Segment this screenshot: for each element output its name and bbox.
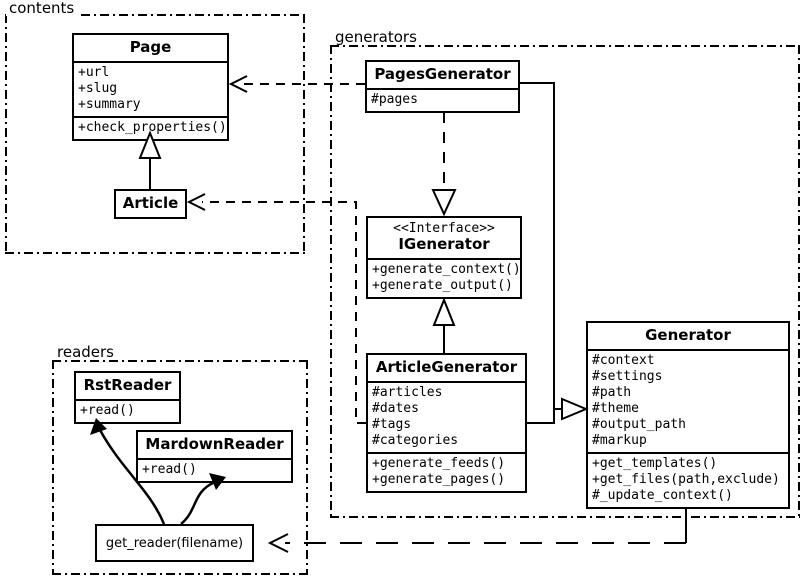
class-generator-attributes: #context #settings #path #theme #output_…	[588, 349, 788, 452]
attribute: +summary	[78, 97, 141, 112]
class-mardown-reader-methods: +read()	[138, 458, 291, 481]
class-article-generator-methods: +generate_feeds() +generate_pages()	[368, 452, 525, 491]
method: +generate_feeds()	[372, 456, 506, 471]
class-page-attributes: +url +slug +summary	[74, 61, 227, 116]
method: +generate_pages()	[372, 472, 506, 487]
class-igenerator-methods: +generate_context() +generate_output()	[368, 258, 521, 297]
attribute: #pages	[371, 92, 418, 107]
class-generator[interactable]: Generator #context #settings #path #them…	[586, 321, 790, 509]
method: +read()	[142, 462, 197, 477]
class-mardown-reader[interactable]: MardownReader +read()	[136, 430, 293, 483]
package-generators-label: generators	[332, 29, 420, 45]
function-get-reader[interactable]: get_reader(filename)	[95, 524, 254, 562]
class-igenerator[interactable]: <<Interface>> IGenerator +generate_conte…	[366, 216, 522, 299]
attribute: #output_path	[592, 417, 686, 432]
attribute: #dates	[372, 401, 419, 416]
attribute: #tags	[372, 417, 412, 432]
class-article[interactable]: Article	[114, 189, 187, 219]
attribute: #markup	[592, 433, 647, 448]
attribute: +slug	[78, 81, 118, 96]
package-contents-label: contents	[6, 0, 78, 16]
attribute: #articles	[372, 385, 443, 400]
package-readers-label: readers	[54, 344, 117, 360]
class-igenerator-title: IGenerator	[398, 235, 490, 253]
method: +generate_output()	[372, 278, 513, 293]
attribute: #categories	[372, 433, 459, 448]
method: #_update_context()	[592, 488, 733, 503]
class-article-generator-attributes: #articles #dates #tags #categories	[368, 381, 525, 452]
attribute: #theme	[592, 401, 639, 416]
attribute: #path	[592, 385, 632, 400]
class-mardown-reader-title: MardownReader	[145, 435, 284, 453]
class-generator-methods: +get_templates() +get_files(path,exclude…	[588, 452, 788, 507]
class-rst-reader-title: RstReader	[83, 376, 172, 394]
class-page[interactable]: Page +url +slug +summary +check_properti…	[72, 33, 229, 141]
attribute: #settings	[592, 369, 663, 384]
class-page-title: Page	[129, 38, 172, 56]
attribute: +url	[78, 65, 110, 80]
function-get-reader-label: get_reader(filename)	[105, 535, 244, 551]
class-generator-title: Generator	[645, 326, 731, 344]
class-article-generator-title: ArticleGenerator	[375, 358, 518, 376]
class-rst-reader[interactable]: RstReader +read()	[74, 371, 181, 424]
class-page-methods: +check_properties()	[74, 116, 227, 139]
method: +check_properties()	[78, 120, 227, 135]
class-article-generator[interactable]: ArticleGenerator #articles #dates #tags …	[366, 353, 527, 493]
method: +get_templates()	[592, 456, 718, 471]
method: +generate_context()	[372, 262, 521, 277]
class-pages-generator-title: PagesGenerator	[374, 65, 511, 83]
attribute: #context	[592, 353, 655, 368]
method: +get_files(path,exclude)	[592, 472, 780, 487]
class-pages-generator-attributes: #pages	[367, 88, 518, 111]
class-rst-reader-methods: +read()	[76, 399, 179, 422]
method: +read()	[80, 403, 135, 418]
class-igenerator-stereotype: <<Interface>>	[393, 221, 495, 236]
class-article-title: Article	[122, 194, 179, 212]
class-pages-generator[interactable]: PagesGenerator #pages	[365, 60, 520, 113]
